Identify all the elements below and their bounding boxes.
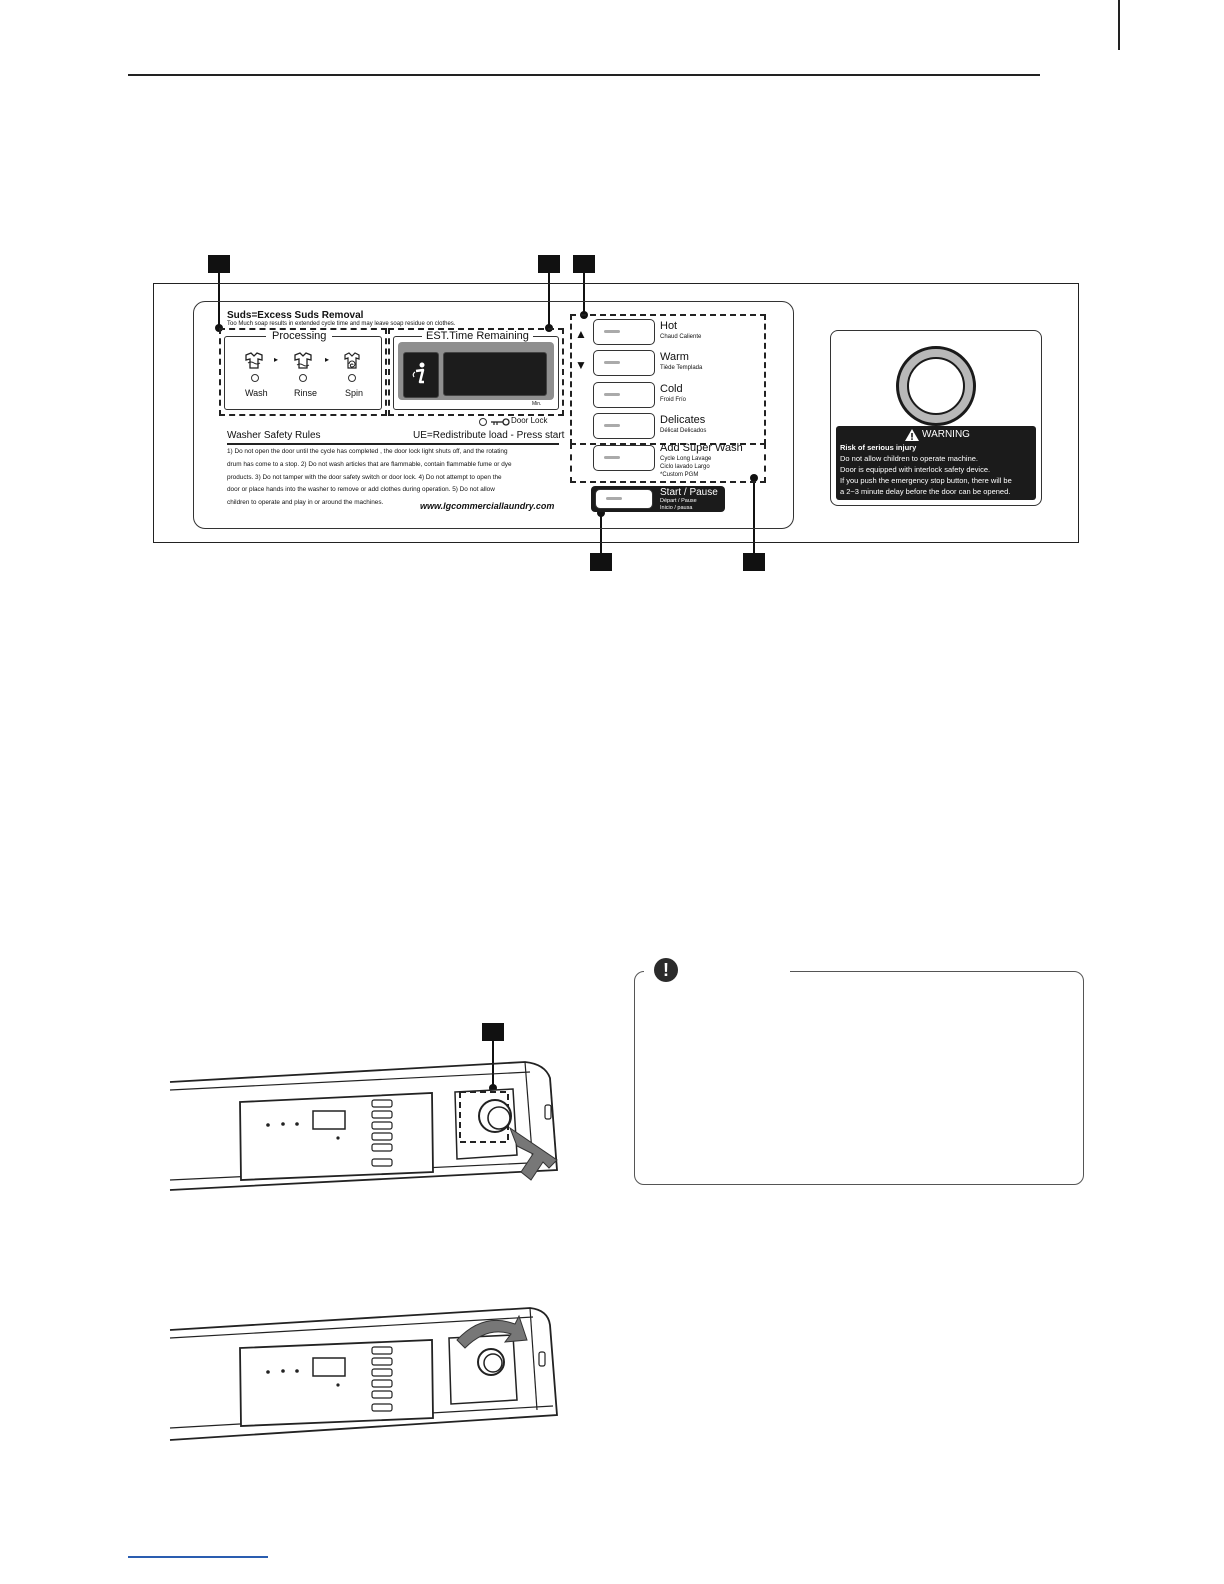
start-pause-sublabel: Inicio / pausa — [660, 505, 693, 511]
emergency-stop-knob-center[interactable] — [907, 357, 965, 415]
note-box — [634, 971, 1084, 1185]
add-super-wash-button[interactable] — [593, 445, 655, 471]
hot-button[interactable] — [593, 319, 655, 345]
delicates-button[interactable] — [593, 413, 655, 439]
control-panel-frame — [153, 283, 1079, 543]
display-highlight — [388, 328, 564, 416]
suds-note: Too Much soap results in extended cycle … — [227, 321, 456, 327]
safety-rules-rule — [227, 443, 559, 445]
leader-line — [600, 513, 602, 553]
minutes-unit: Min. — [532, 401, 542, 407]
cold-label: Cold — [660, 383, 683, 395]
ue-code-note: UE=Redistribute load - Press start — [413, 430, 565, 441]
process-arrow-icon: ▸ — [325, 355, 330, 364]
leader-line — [218, 273, 220, 328]
cold-sublabel: Froid Frío — [660, 397, 687, 403]
footer-rule — [128, 1556, 268, 1558]
leader-line — [583, 273, 585, 315]
warning-line: a 2~3 minute delay before the door can b… — [840, 487, 1011, 496]
callout-marker-display — [538, 255, 560, 273]
safety-rule-line: drum has come to a stop. 2) Do not wash … — [227, 461, 512, 468]
page-edge-line — [1118, 0, 1120, 50]
website-url: www.lgcommerciallaundry.com — [420, 501, 555, 511]
key-icon — [491, 418, 510, 426]
safety-rule-line: children to operate and play in or aroun… — [227, 499, 384, 506]
custom-pgm-note: *Custom PGM — [660, 472, 699, 478]
safety-rules-title: Washer Safety Rules — [227, 430, 321, 441]
processing-highlight — [219, 328, 387, 416]
spin-indicator-led — [348, 374, 356, 382]
delicates-sublabel: Délicat Delicados — [660, 428, 707, 434]
processing-title: Processing — [266, 330, 333, 342]
temp-up-arrow-icon[interactable]: ▲ — [575, 327, 587, 341]
leader-line — [548, 273, 550, 328]
spin-icon — [344, 352, 360, 369]
spin-label: Spin — [345, 388, 364, 398]
warning-line: Door is equipped with interlock safety d… — [840, 465, 991, 474]
warning-title: WARNING — [922, 429, 970, 440]
door-lock-label: Door Lock — [511, 416, 548, 425]
wash-icon — [245, 352, 263, 369]
super-wash-sublabel: Ciclo lavado Largo — [660, 464, 710, 470]
warning-line: Risk of serious injury — [840, 443, 917, 452]
callout-marker-start — [590, 553, 612, 571]
hot-label: Hot — [660, 320, 678, 332]
callout-marker-temps — [743, 553, 765, 571]
info-icon — [412, 362, 425, 384]
rinse-label: Rinse — [294, 388, 318, 398]
cold-button[interactable] — [593, 382, 655, 408]
warning-triangle-icon — [905, 429, 919, 441]
processing-box — [224, 336, 382, 410]
press-emergency-stop-illustration — [169, 1023, 558, 1191]
note-heading-gap — [644, 965, 790, 977]
safety-rule-line: products. 3) Do not tamper with the door… — [227, 474, 502, 481]
emergency-stop-panel — [830, 330, 1042, 506]
warning-line: If you push the emergency stop button, t… — [840, 476, 1012, 485]
rinse-indicator-led — [299, 374, 307, 382]
warm-sublabel: Tiède Templada — [660, 365, 703, 371]
time-display-title: EST.Time Remaining — [422, 330, 533, 342]
door-lock-led — [479, 418, 487, 426]
wash-label: Wash — [245, 388, 268, 398]
warning-label — [836, 426, 1036, 500]
warm-button[interactable] — [593, 350, 655, 376]
start-pause-button[interactable] — [595, 489, 653, 509]
note-exclamation-icon: ! — [654, 958, 678, 982]
wash-indicator-led — [251, 374, 259, 382]
rinse-icon — [294, 352, 312, 369]
start-pause-sublabel: Départ / Pause — [660, 498, 697, 504]
super-wash-sublabel: Cycle Long Lavage — [660, 456, 712, 462]
callout-marker-arrows — [573, 255, 595, 273]
time-digits-screen — [443, 352, 547, 396]
start-pause-label: Start / Pause — [660, 487, 718, 498]
callout-marker-processing — [208, 255, 230, 273]
safety-rule-line: door or place hands into the washer to r… — [227, 486, 495, 493]
hot-sublabel: Chaud Caliente — [660, 334, 702, 340]
control-panel-face — [193, 301, 794, 529]
delicates-label: Delicates — [660, 414, 706, 426]
suds-title: Suds=Excess Suds Removal — [227, 310, 364, 321]
leader-line — [753, 478, 755, 553]
warm-label: Warm — [660, 351, 689, 363]
process-arrow-icon: ▸ — [274, 355, 279, 364]
leader-dot — [597, 509, 605, 517]
warning-line: Do not allow children to operate machine… — [840, 454, 978, 463]
temp-down-arrow-icon[interactable]: ▼ — [575, 358, 587, 372]
leader-dot — [750, 474, 758, 482]
safety-rule-line: 1) Do not open the door until the cycle … — [227, 448, 508, 455]
turn-emergency-stop-illustration — [169, 1307, 558, 1441]
header-rule — [128, 74, 1040, 76]
super-wash-label: Add Super Wash — [660, 442, 743, 454]
super-wash-highlight — [570, 443, 766, 483]
